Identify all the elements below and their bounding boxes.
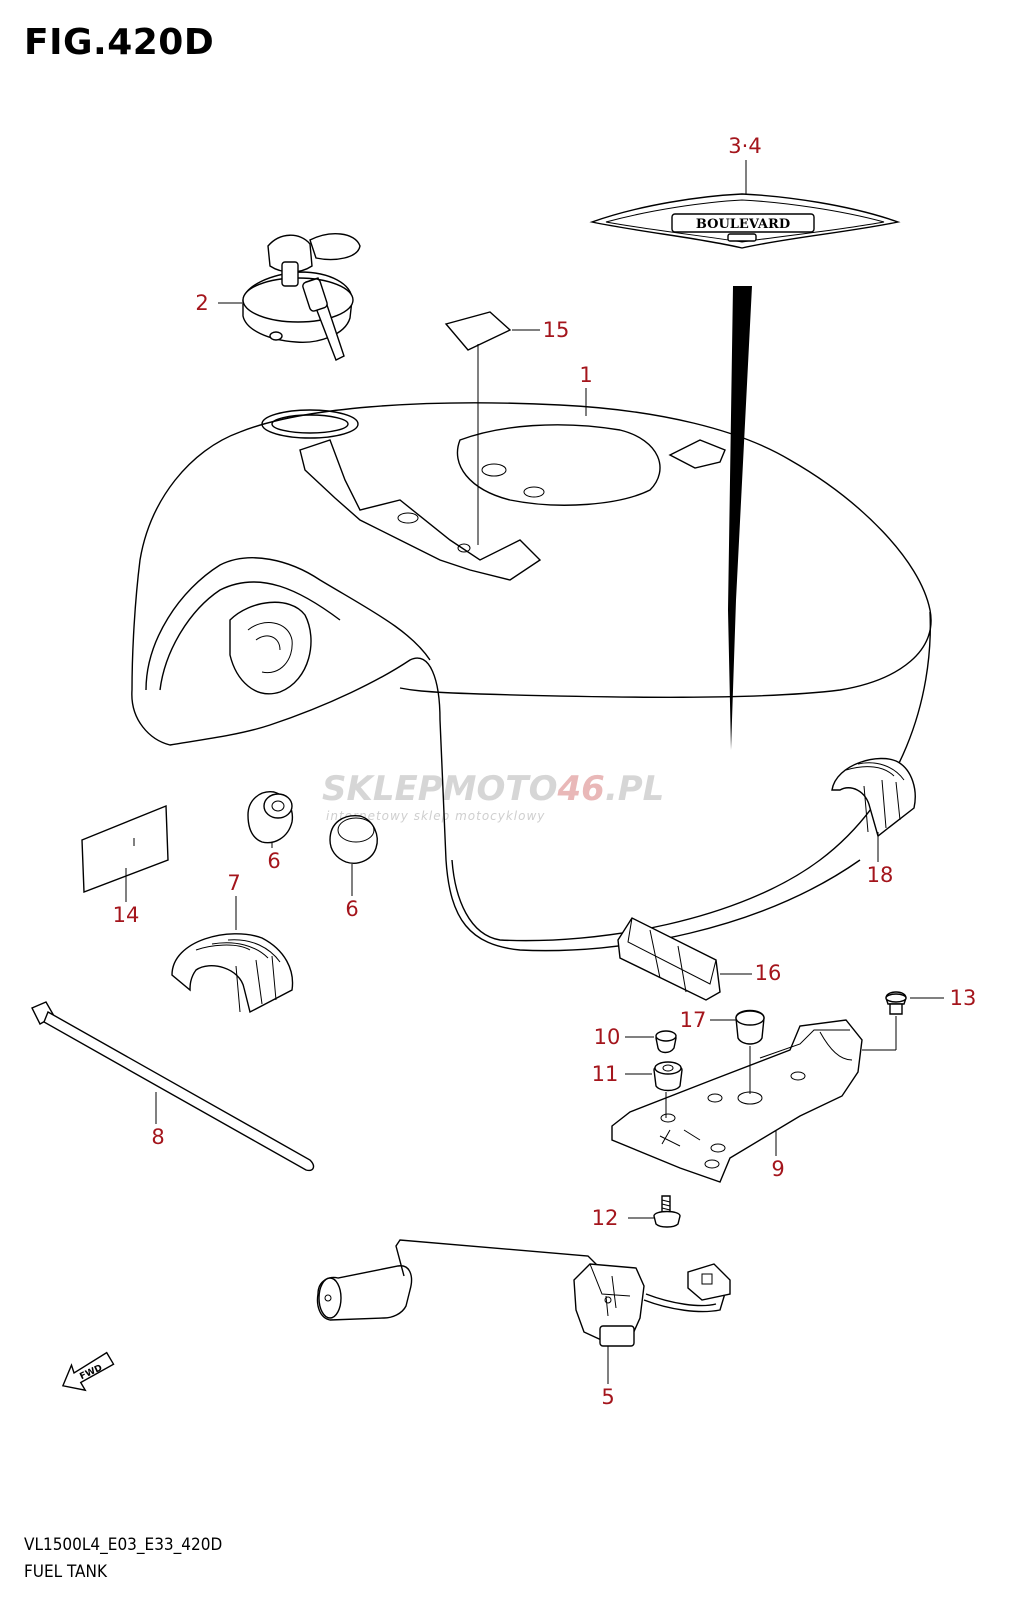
callout-1: 1 xyxy=(579,363,592,387)
pad-16 xyxy=(617,917,721,1001)
figure-code: VL1500L4_E03_E33_420D xyxy=(24,1535,223,1555)
figure-title: FIG.420D xyxy=(24,22,215,63)
tank-stripe xyxy=(728,286,752,750)
fwd-arrow-icon: FWD xyxy=(61,1351,115,1392)
bolt-13 xyxy=(885,991,907,1015)
callout-15: 15 xyxy=(543,318,570,342)
cable-tie-8 xyxy=(31,1001,315,1172)
callout-7: 7 xyxy=(227,871,240,895)
callout-8: 8 xyxy=(151,1125,164,1149)
cushion-7 xyxy=(171,933,294,1014)
callout-2: 2 xyxy=(195,291,208,315)
fuel-tank-body xyxy=(131,402,932,952)
boulevard-emblem: BOULEVARD xyxy=(589,193,901,249)
watermark: SKLEPMOTO46.PL internetowy sklep motocyk… xyxy=(322,769,664,823)
callout-13: 13 xyxy=(950,986,977,1010)
grommet-6a xyxy=(247,791,294,844)
callout-18: 18 xyxy=(867,863,894,887)
watermark-tagline: internetowy sklep motocyklowy xyxy=(326,809,545,823)
callout-9: 9 xyxy=(771,1157,784,1181)
svg-text:SKLEPMOTO46.PL: SKLEPMOTO46.PL xyxy=(322,769,664,809)
grommet-11 xyxy=(653,1061,683,1092)
emblem-text: BOULEVARD xyxy=(696,217,790,232)
cushion-18 xyxy=(831,757,916,838)
bumper-17 xyxy=(735,1009,765,1045)
fuel-level-gauge-5 xyxy=(316,1239,731,1347)
bracket-9 xyxy=(611,1019,863,1183)
callout-10: 10 xyxy=(594,1025,621,1049)
callout-12: 12 xyxy=(592,1206,619,1230)
watermark-brand-d: .PL xyxy=(605,769,665,809)
bolt-12 xyxy=(653,1195,681,1228)
callout-6a: 6 xyxy=(267,849,280,873)
collar-10 xyxy=(655,1030,677,1054)
fuel-cap-assembly xyxy=(242,233,361,361)
watermark-brand-c: 46 xyxy=(557,769,605,809)
callout-14: 14 xyxy=(113,903,140,927)
callout-6b: 6 xyxy=(345,897,358,921)
callout-5: 5 xyxy=(601,1385,614,1409)
callout-3-4: 3·4 xyxy=(728,134,761,158)
label-14 xyxy=(81,804,169,894)
callout-16: 16 xyxy=(755,961,782,985)
watermark-brand-b: MOTO xyxy=(443,769,558,809)
leader-lines xyxy=(125,160,944,1384)
figure-name: FUEL TANK xyxy=(24,1562,107,1582)
callout-17: 17 xyxy=(680,1008,707,1032)
grommet-6b xyxy=(329,815,378,864)
callouts: 1 2 3·4 5 6 6 7 8 9 10 11 12 13 14 15 16… xyxy=(113,134,977,1409)
callout-11: 11 xyxy=(592,1062,619,1086)
label-15 xyxy=(444,311,512,351)
watermark-brand-a: SKLEP xyxy=(322,769,443,809)
